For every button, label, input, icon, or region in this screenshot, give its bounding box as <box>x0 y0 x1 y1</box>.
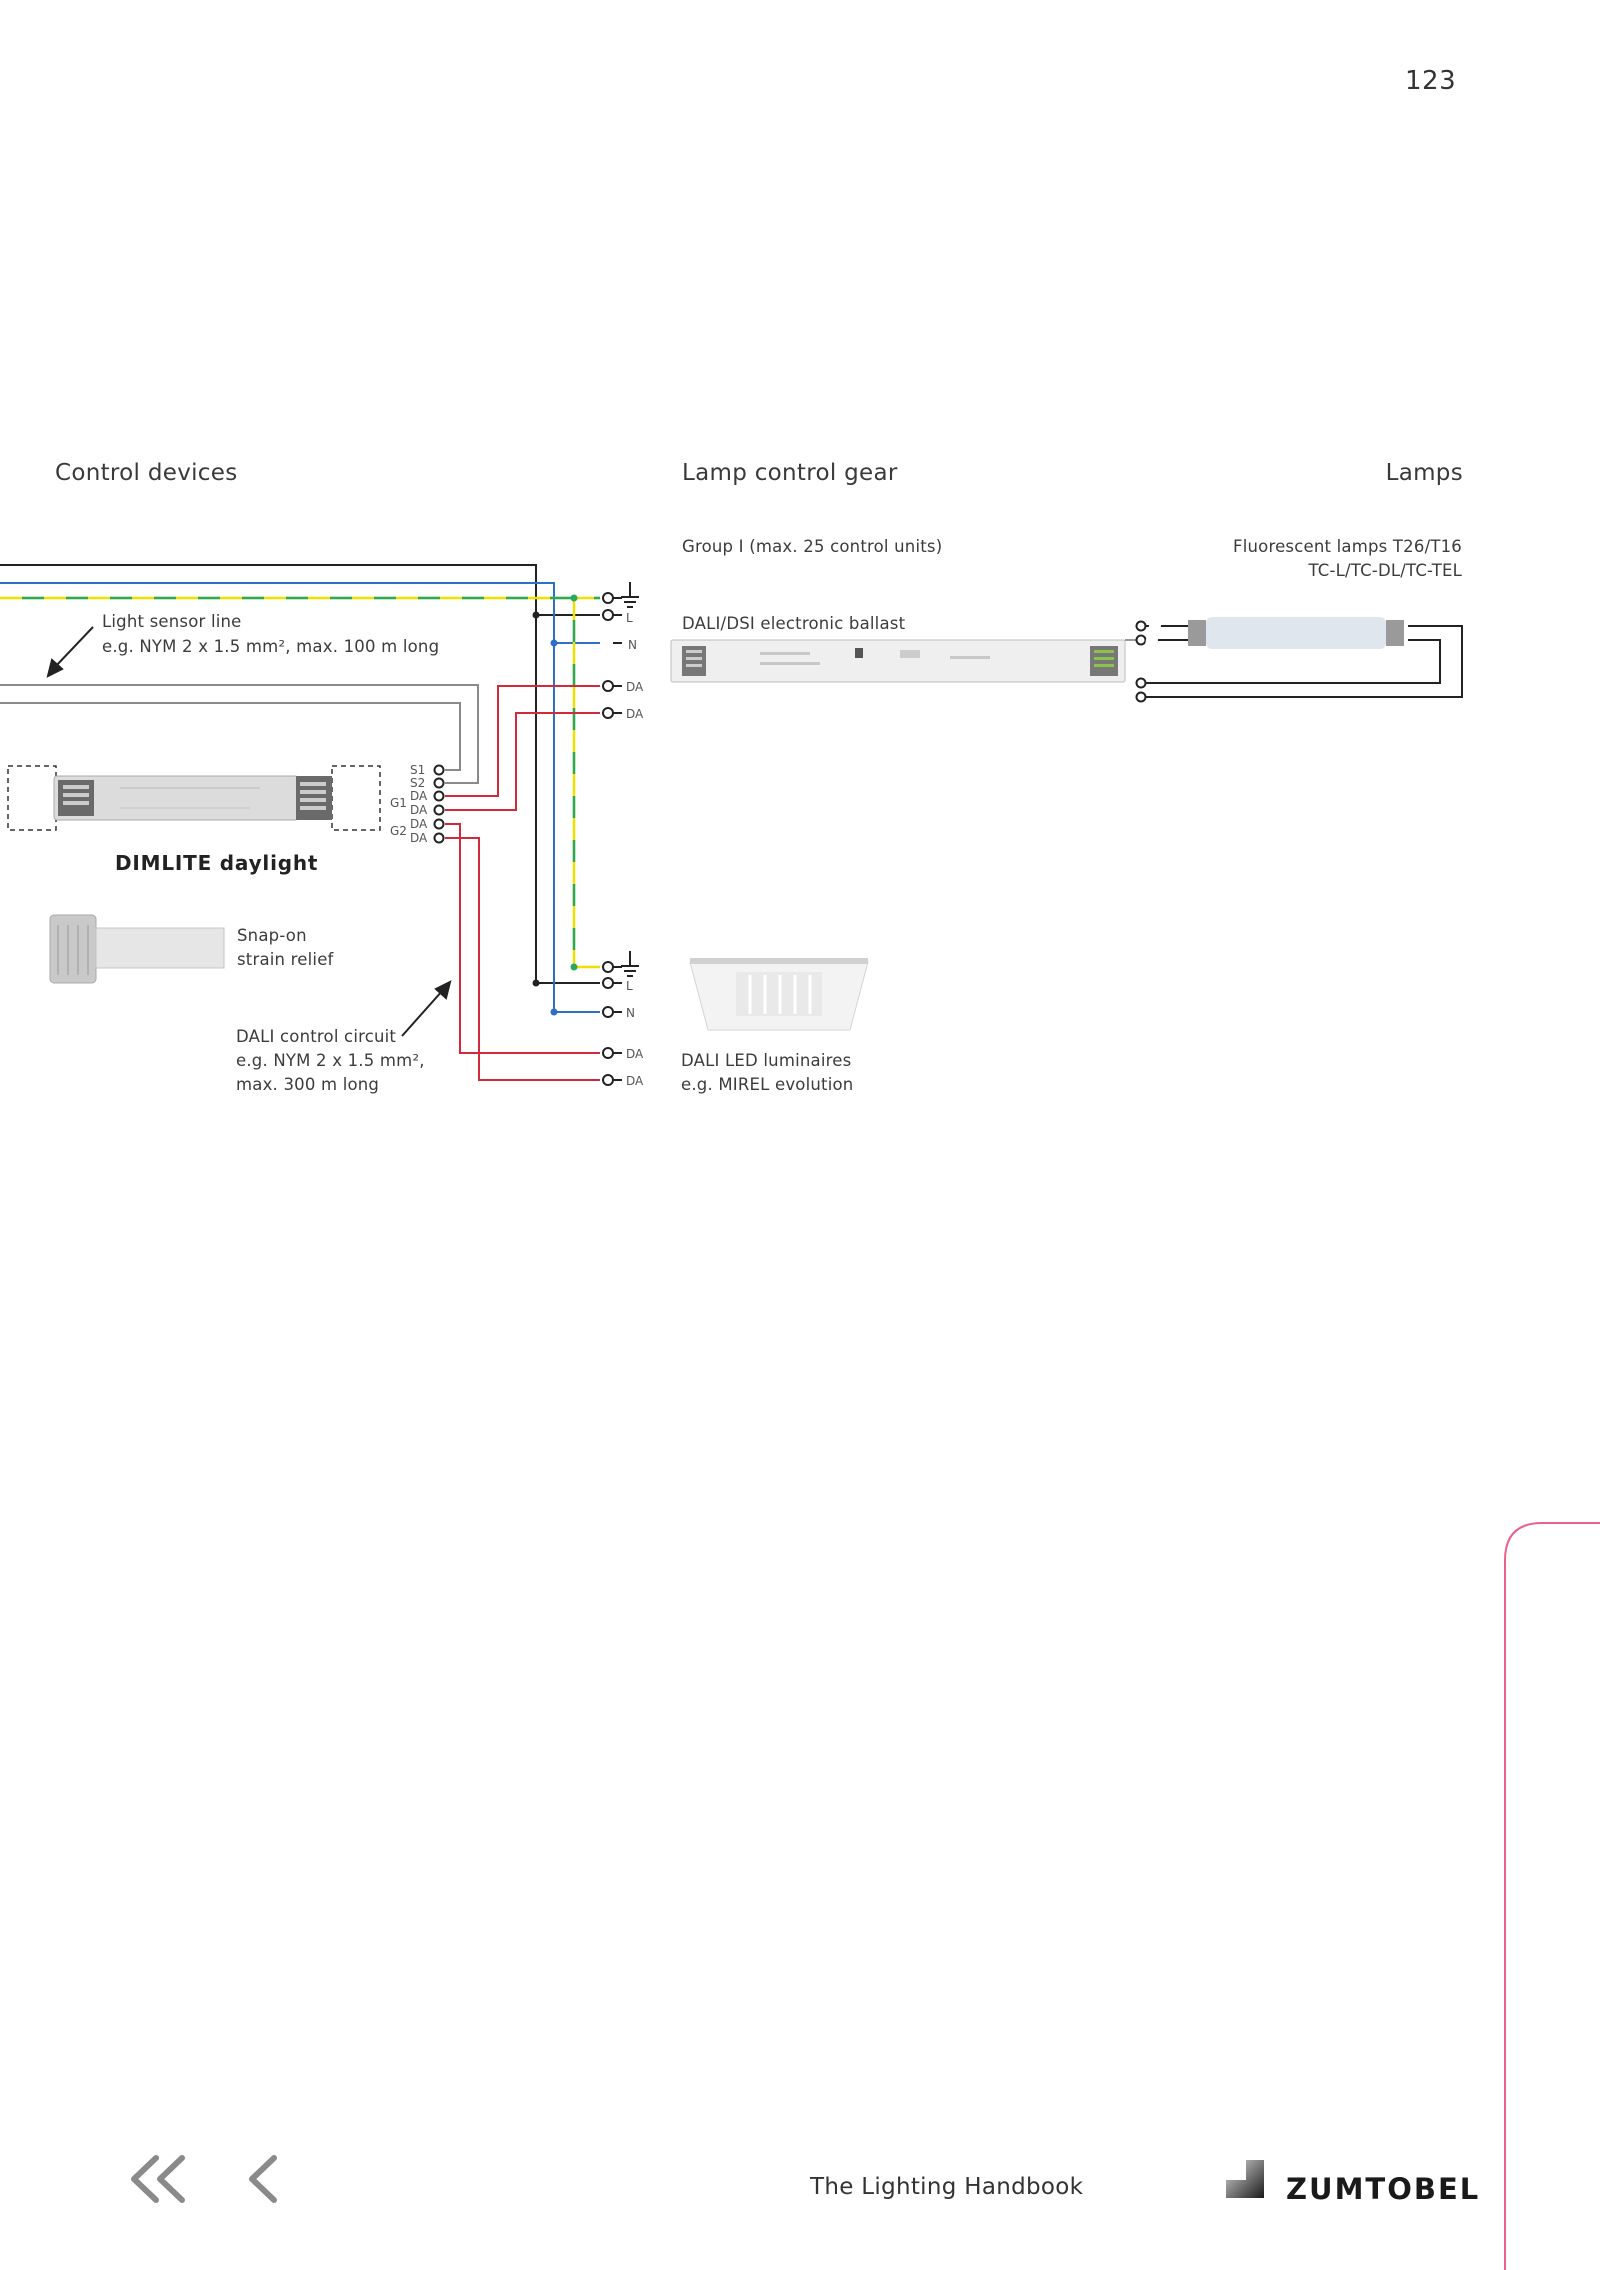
terminal-block-bottom <box>602 961 614 1086</box>
earth-icon <box>621 582 639 608</box>
terminal-label-da: DA <box>626 1074 644 1088</box>
terminal-label-da: DA <box>410 789 428 803</box>
label-light-sensor-spec: e.g. NYM 2 x 1.5 mm², max. 100 m long <box>102 637 440 656</box>
page-number: 123 <box>1405 66 1457 96</box>
brand-name: ZUMTOBEL <box>1286 2172 1481 2206</box>
double-chevron-left-icon <box>131 2155 185 2203</box>
wire-light-sensor <box>0 684 479 784</box>
label-ballast: DALI/DSI electronic ballast <box>682 614 906 633</box>
junction-dots <box>532 594 578 1016</box>
terminal-label-da: DA <box>410 831 428 845</box>
previous-page-button[interactable] <box>246 2154 280 2208</box>
wire-neutral-n <box>0 582 600 1013</box>
terminal-label-da: DA <box>626 1047 644 1061</box>
arrow-light-sensor <box>46 626 94 678</box>
terminal-leads <box>613 597 622 1081</box>
dimlite-device-image <box>7 765 381 831</box>
wire-earth <box>0 596 600 969</box>
dimlite-terminals <box>433 764 445 844</box>
wire-phase-l <box>0 564 600 984</box>
terminal-label-l: L <box>626 611 633 625</box>
heading-lamp-control-gear: Lamp control gear <box>682 460 898 486</box>
lamp-terminals <box>1135 620 1147 703</box>
label-led-luminaires: DALI LED luminaires e.g. MIREL evolution <box>681 1051 854 1094</box>
arrow-dali-circuit <box>401 980 452 1037</box>
device-name-dimlite: DIMLITE daylight <box>115 851 319 875</box>
terminal-block-top <box>602 592 614 719</box>
terminal-label-da: DA <box>626 707 644 721</box>
wire-dali <box>445 685 600 1081</box>
label-fluorescent-lamps: Fluorescent lamps T26/T16 TC-L/TC-DL/TC-… <box>1233 537 1462 580</box>
label-snap-on-strain-relief: Snap-on strain relief <box>237 926 334 969</box>
margin-tab-outline <box>1504 1522 1600 2270</box>
first-page-button[interactable] <box>126 2154 188 2208</box>
terminal-label-s2: S2 <box>410 776 425 790</box>
strain-relief-image <box>49 914 225 984</box>
earth-icon <box>621 951 639 977</box>
terminal-label-n: N <box>628 638 637 652</box>
chevron-left-icon <box>249 2155 277 2203</box>
terminal-label-g2: G2 <box>390 824 407 838</box>
ballast-image <box>670 639 1126 683</box>
terminal-label-da: DA <box>410 817 428 831</box>
fluorescent-tube-image <box>1142 612 1404 654</box>
terminal-label-g1: G1 <box>390 796 407 810</box>
terminal-label-n: N <box>626 1006 635 1020</box>
label-light-sensor-line: Light sensor line <box>102 612 242 631</box>
terminal-label-s1: S1 <box>410 763 425 777</box>
heading-control-devices: Control devices <box>55 460 238 486</box>
zumtobel-logo-icon <box>1226 2160 1264 2198</box>
label-dali-control-circuit: DALI control circuit e.g. NYM 2 x 1.5 mm… <box>236 1027 425 1094</box>
terminal-label-da: DA <box>626 680 644 694</box>
label-group: Group I (max. 25 control units) <box>682 537 943 556</box>
terminal-label-da: DA <box>410 803 428 817</box>
heading-lamps: Lamps <box>1385 460 1463 486</box>
led-luminaire-image <box>689 958 869 1031</box>
footer-title: The Lighting Handbook <box>810 2174 1084 2200</box>
terminal-label-l: L <box>626 979 633 993</box>
